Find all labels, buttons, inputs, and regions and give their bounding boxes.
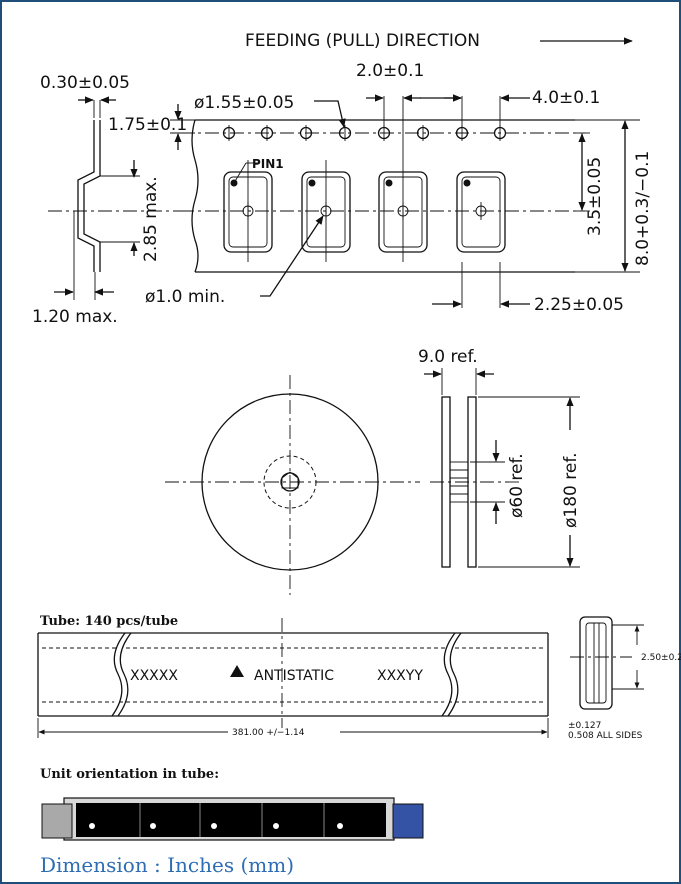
tube-side-view: XXXXX ANTISTATIC XXXYY 381.00 +/−1.14 xyxy=(37,618,549,738)
orientation-section: Unit orientation in tube: xyxy=(40,767,424,841)
tape-cavities xyxy=(223,171,506,253)
orientation-title: Unit orientation in tube: xyxy=(40,767,219,782)
cavity-4 xyxy=(456,171,506,253)
dim-tube-height: 2.50±0.20 xyxy=(641,653,681,663)
tape-section: FEEDING (PULL) DIRECTION 0.30±0.05 2.85 … xyxy=(32,31,653,327)
dim-wall-thickness: 0.508 ALL SIDES xyxy=(568,731,643,741)
tube-marking-right: XXXYY xyxy=(377,668,423,684)
orientation-tube xyxy=(41,797,424,841)
dim-center: 3.5±0.05 xyxy=(585,157,605,236)
dim-cavity-pitch: 2.25±0.05 xyxy=(534,295,624,315)
tube-cross-section: 2.50±0.20 ±0.127 0.508 ALL SIDES xyxy=(568,616,681,741)
dim-cavity-hole: ø1.0 min. xyxy=(145,287,225,307)
dim-hub: ø60 ref. xyxy=(507,453,527,518)
tube-section: Tube: 140 pcs/tube XXXXX ANTISTATIC XXXY… xyxy=(37,614,681,741)
reel-front-view xyxy=(165,375,420,595)
dim-sprocket-pitch: 4.0±0.1 xyxy=(532,88,600,108)
dim-tube-length: 381.00 +/−1.14 xyxy=(232,728,305,738)
dim-depth: 2.85 max. xyxy=(141,176,161,262)
reel-side-view: 9.0 ref. ø60 ref. ø180 ref. xyxy=(418,347,581,568)
esd-warning-icon xyxy=(230,665,244,677)
dim-wall-tolerance: ±0.127 xyxy=(568,721,601,731)
dim-sprocket-hole: ø1.55±0.05 xyxy=(194,93,294,113)
tube-marking-center: ANTISTATIC xyxy=(254,668,334,684)
unit-pin1-dot xyxy=(211,823,217,829)
pin1-label: PIN1 xyxy=(252,157,284,171)
dim-cover: 1.20 max. xyxy=(32,307,118,327)
tube-title: Tube: 140 pcs/tube xyxy=(40,614,178,629)
unit-pin1-dot xyxy=(89,823,95,829)
dim-edge: 1.75±0.1 xyxy=(108,115,187,135)
units-row xyxy=(76,803,386,837)
dim-reel-diameter: ø180 ref. xyxy=(561,453,581,528)
unit-pin1-dot xyxy=(337,823,343,829)
left-end-plug xyxy=(41,803,73,839)
dim-thickness: 0.30±0.05 xyxy=(40,73,130,93)
right-end-plug xyxy=(392,803,424,839)
tube-marking-left: XXXXX xyxy=(130,668,178,684)
reel-section: 9.0 ref. ø60 ref. ø180 ref. xyxy=(165,347,581,595)
tape-strip xyxy=(180,96,585,308)
dim-width: 8.0+0.3/−0.1 xyxy=(633,151,653,266)
unit-pin1-dot xyxy=(150,823,156,829)
dim-reel-width: 9.0 ref. xyxy=(418,347,478,367)
dim-hole-pitch: 2.0±0.1 xyxy=(356,61,424,81)
dimension-units-note: Dimension : Inches (mm) xyxy=(40,853,294,877)
tape-side-profile: 0.30±0.05 2.85 max. 1.20 max. xyxy=(32,73,180,327)
unit-pin1-dot xyxy=(273,823,279,829)
feeding-direction-label: FEEDING (PULL) DIRECTION xyxy=(245,31,480,51)
